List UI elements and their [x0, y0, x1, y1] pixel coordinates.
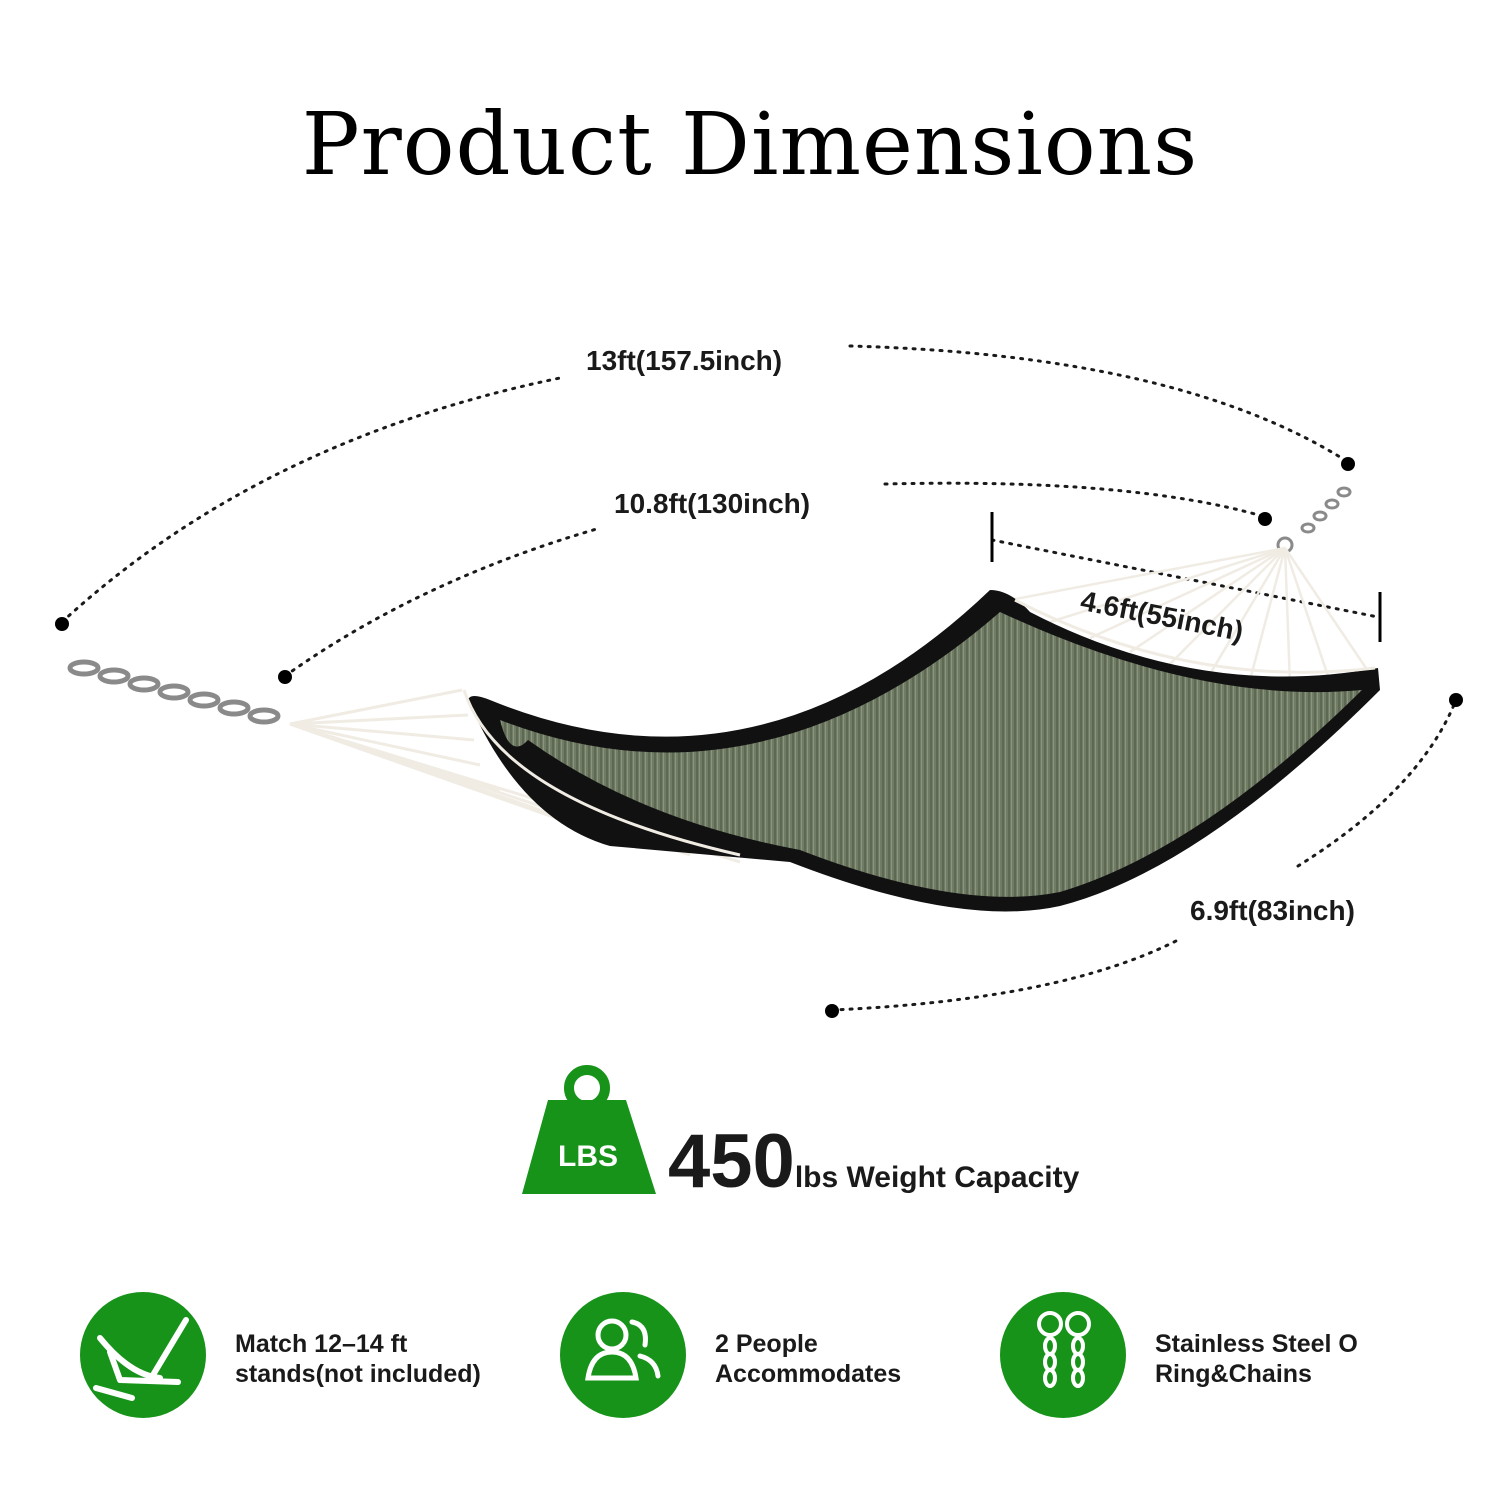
hammock-stand-icon	[93, 1317, 189, 1401]
weight-capacity-value: 450	[668, 1119, 795, 1204]
overall-length-label: 13ft(157.5inch)	[586, 345, 783, 376]
page-title: Product Dimensions	[301, 95, 1199, 195]
feature-text: Match 12–14 ft stands(not included)	[235, 1329, 481, 1389]
bed-width-arc-lower	[830, 938, 1180, 1012]
feature-line-2: stands(not included)	[235, 1360, 481, 1388]
ring-chain-icon	[1037, 1311, 1091, 1388]
feature-text: 2 People Accommodates	[715, 1329, 901, 1389]
bed-width-arc-upper	[1296, 698, 1458, 868]
right-ropes	[1009, 546, 1372, 685]
overall-length-arc-right	[848, 344, 1350, 464]
bed-length-arc-left	[283, 526, 602, 678]
people-icon	[585, 1318, 661, 1381]
weight-badge	[522, 1065, 656, 1194]
bed-length-arc-right	[883, 481, 1264, 518]
weight-capacity-text: lbs Weight Capacity	[794, 1161, 1080, 1194]
bed-width-label: 6.9ft(83inch)	[1190, 895, 1355, 926]
feature-line-1: Match 12–14 ft	[235, 1330, 408, 1358]
feature-ring-chains: Stainless Steel O Ring&Chains	[1000, 1293, 1420, 1418]
bed-length-label: 10.8ft(130inch)	[614, 488, 811, 519]
left-chain	[67, 659, 281, 725]
spreader-bar	[462, 598, 1376, 857]
hammock-bed	[468, 590, 1380, 912]
weight-badge-label: LBS	[558, 1140, 618, 1173]
feature-line-1: Stainless Steel O	[1155, 1330, 1358, 1358]
weight-capacity: 450lbs Weight Capacity	[668, 1118, 1079, 1205]
feature-line-2: Ring&Chains	[1155, 1360, 1312, 1388]
feature-stand-compatibility: Match 12–14 ft stands(not included)	[80, 1293, 540, 1418]
spreader-width-ticks	[990, 512, 1382, 642]
dimension-endpoints	[55, 457, 1463, 1018]
right-chain	[1276, 486, 1352, 554]
feature-line-2: Accommodates	[715, 1360, 902, 1388]
feature-text: Stainless Steel O Ring&Chains	[1155, 1329, 1358, 1389]
feature-capacity-people: 2 People Accommodates	[560, 1293, 960, 1418]
overall-length-arc-left	[60, 376, 562, 624]
feature-line-1: 2 People	[715, 1330, 818, 1358]
